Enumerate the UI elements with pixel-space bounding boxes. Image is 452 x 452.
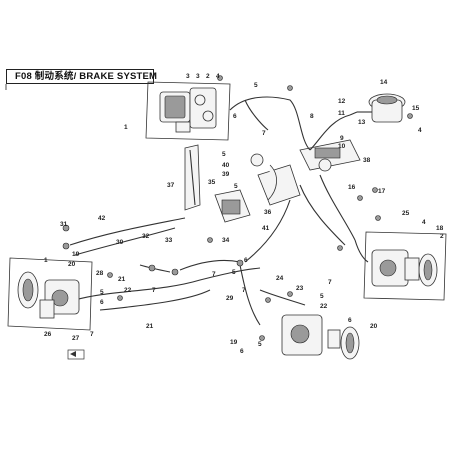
callout-labels: 3 2 3 4 5 6 1 7 8 9 10 11 12 13 14 15 4 …: [44, 73, 444, 355]
callout: 5: [232, 269, 236, 276]
rear-left-caliper-panel: [7, 257, 93, 331]
rear-right-caliper: [281, 314, 360, 360]
diagram-title: F08 制动系统/ BRAKE SYSTEM: [6, 69, 157, 84]
callout: 10: [338, 143, 346, 150]
callout: 13: [358, 119, 366, 126]
callout: 22: [320, 303, 328, 310]
callout: 21: [118, 276, 126, 283]
callout: 32: [142, 233, 150, 240]
callout: 9: [340, 135, 344, 142]
callout: 5: [100, 289, 104, 296]
callout: 27: [72, 335, 80, 342]
callout: 3: [186, 73, 190, 80]
callout: 17: [378, 188, 386, 195]
callout: 1: [44, 257, 48, 264]
callout: 31: [60, 221, 68, 228]
callout: 23: [296, 285, 304, 292]
callout: 7: [328, 279, 332, 286]
callout: 30: [116, 239, 124, 246]
callout: 29: [226, 295, 234, 302]
callout: 20: [370, 323, 378, 330]
direction-arrow: [67, 349, 85, 360]
callout: 22: [124, 287, 132, 294]
callout: 1: [124, 124, 128, 131]
callout: 20: [68, 261, 76, 268]
callout: 19: [72, 251, 80, 258]
callout: 12: [338, 98, 346, 105]
front-left-caliper-panel: [145, 81, 231, 141]
callout: 6: [233, 113, 237, 120]
callout: 40: [222, 162, 230, 169]
callout: 34: [222, 237, 230, 244]
callout: 26: [44, 331, 52, 338]
callout: 7: [242, 287, 246, 294]
brake-fluid-reservoir: [357, 93, 406, 123]
callout: 18: [436, 225, 444, 232]
callout: 42: [98, 215, 106, 222]
callout: 5: [258, 341, 262, 348]
callout: 2: [206, 73, 210, 80]
callout: 5: [254, 82, 258, 89]
callout: 37: [167, 182, 175, 189]
callout: 28: [96, 270, 104, 277]
front-right-caliper-panel: [363, 231, 447, 301]
callout: 16: [348, 184, 356, 191]
callout: 7: [90, 331, 94, 338]
brake-hoses: [69, 96, 369, 326]
callout: 35: [208, 179, 216, 186]
callout: 7: [262, 130, 266, 137]
callout: 36: [264, 209, 272, 216]
callout: 7: [152, 287, 156, 294]
callout: 2: [440, 233, 444, 240]
callout: 6: [240, 348, 244, 355]
callout: 19: [230, 339, 238, 346]
callout: 14: [380, 79, 388, 86]
callout: 39: [222, 171, 230, 178]
callout: 4: [418, 127, 422, 134]
callout: 21: [146, 323, 154, 330]
callout: 33: [165, 237, 173, 244]
callout: 5: [320, 293, 324, 300]
callout: 7: [212, 271, 216, 278]
callout: 41: [262, 225, 270, 232]
callout: 4: [422, 219, 426, 226]
callout: 24: [276, 275, 284, 282]
callout: 8: [310, 113, 314, 120]
callout: 6: [100, 299, 104, 306]
callout: 3: [196, 73, 200, 80]
callout: 11: [338, 110, 345, 117]
callout: 38: [363, 157, 371, 164]
fittings: [62, 75, 413, 341]
master-cylinder-assembly: [184, 139, 361, 223]
callout: 5: [234, 183, 238, 190]
callout: 4: [216, 73, 220, 80]
callout: 6: [244, 257, 248, 264]
callout: 5: [222, 151, 226, 158]
callout: 15: [412, 105, 420, 112]
callout: 25: [402, 210, 410, 217]
callout: 6: [348, 317, 352, 324]
